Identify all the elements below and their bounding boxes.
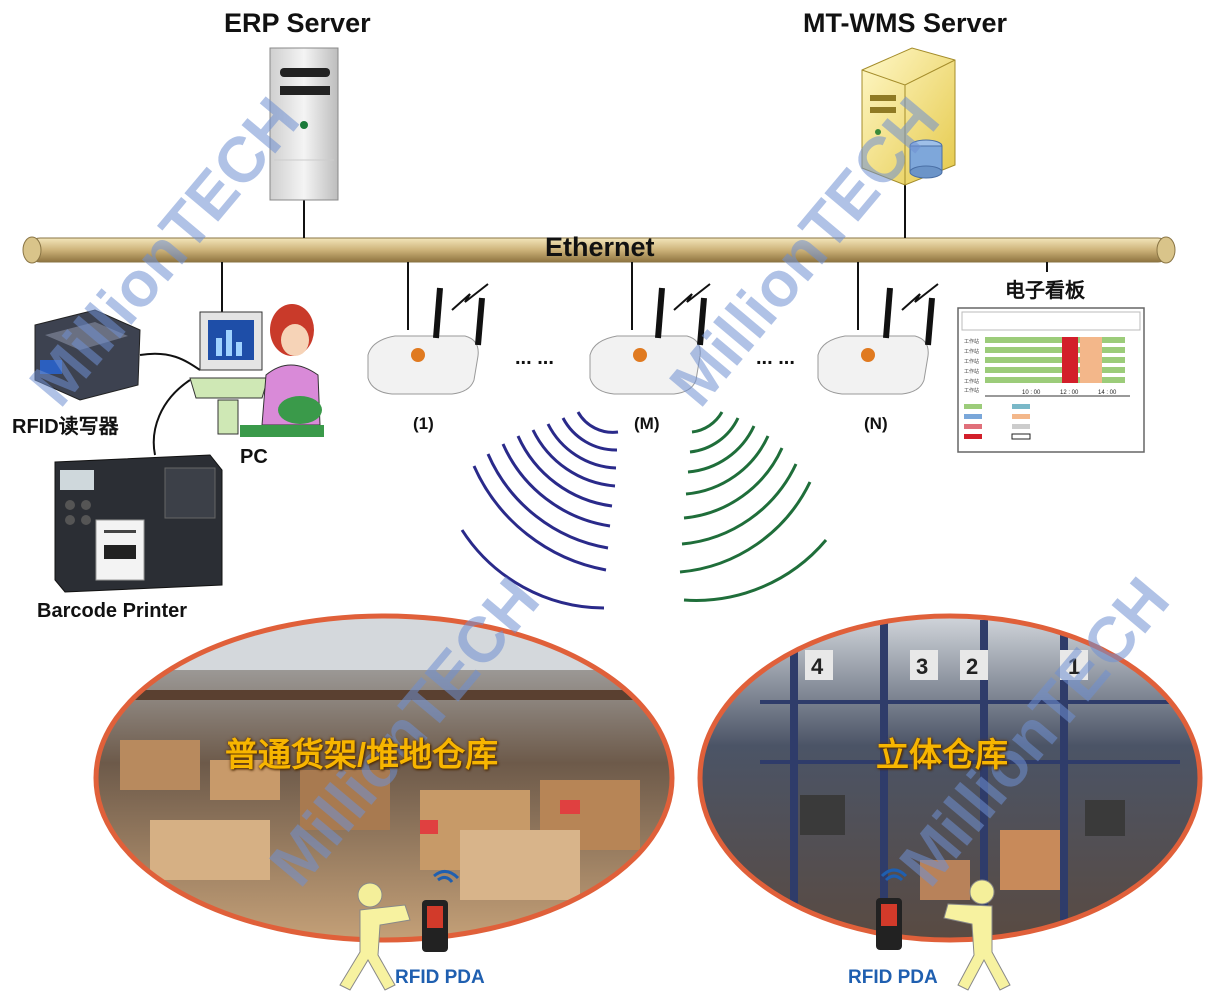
ethernet-bus — [22, 236, 1176, 264]
wireless-access-point-icon — [589, 283, 711, 395]
ellipsis-right: ... ... — [756, 347, 795, 369]
pc-user-icon — [189, 304, 324, 437]
access-point-label-m: (M) — [634, 414, 660, 433]
dashboard-title: 电子看板 — [1005, 280, 1085, 302]
tower-server-icon — [269, 47, 339, 201]
wireless-access-point-icon — [367, 283, 489, 395]
dashboard-gantt-rows — [985, 337, 1125, 383]
barcode-printer-label: Barcode Printer — [37, 600, 188, 622]
ethernet-label: Ethernet — [545, 232, 655, 262]
rfid-reader-icon — [34, 309, 141, 401]
rack-number: 2 — [966, 654, 978, 679]
radio-waves-green — [679, 411, 828, 602]
worker-with-pda-icon — [339, 870, 460, 991]
warehouse-title-rack: 立体仓库 — [876, 736, 1008, 773]
ellipsis-left: ... ... — [515, 347, 554, 369]
dashboard-row-label: 工作站 — [964, 348, 979, 355]
network-links — [139, 185, 1048, 456]
wms-server-label: MT-WMS Server — [803, 8, 1008, 38]
dashboard-tick: 12 : 00 — [1060, 390, 1079, 396]
dashboard-row-label: 工作站 — [964, 338, 979, 345]
pda-label-left: RFID PDA — [395, 967, 485, 988]
database-server-icon — [861, 47, 956, 186]
rfid-reader-label: RFID读写器 — [12, 416, 119, 438]
warehouse-title-flat: 普通货架/堆地仓库 — [225, 736, 499, 773]
warehouse-rack-photo — [697, 613, 1203, 943]
worker-with-pda-icon — [876, 868, 1011, 991]
erp-server-label: ERP Server — [224, 8, 371, 38]
rack-number: 4 — [811, 654, 824, 679]
access-point-label-1: (1) — [413, 414, 434, 433]
barcode-printer-icon — [54, 454, 223, 593]
dashboard-tick: 14 : 00 — [1098, 390, 1117, 396]
rack-number: 3 — [916, 654, 928, 679]
rack-number: 1 — [1068, 654, 1080, 679]
access-point-label-n: (N) — [864, 414, 888, 433]
dashboard-board — [957, 307, 1145, 453]
dashboard-row-label: 工作站 — [964, 368, 979, 375]
radio-waves-blue — [460, 411, 619, 610]
wireless-access-point-icon — [817, 283, 939, 395]
dashboard-row-label: 工作站 — [964, 358, 979, 365]
dashboard-tick: 10 : 00 — [1022, 390, 1041, 396]
dashboard-row-label: 工作站 — [964, 387, 979, 394]
dashboard-row-label: 工作站 — [964, 378, 979, 385]
pda-label-right: RFID PDA — [848, 967, 938, 988]
pc-label: PC — [240, 446, 268, 468]
